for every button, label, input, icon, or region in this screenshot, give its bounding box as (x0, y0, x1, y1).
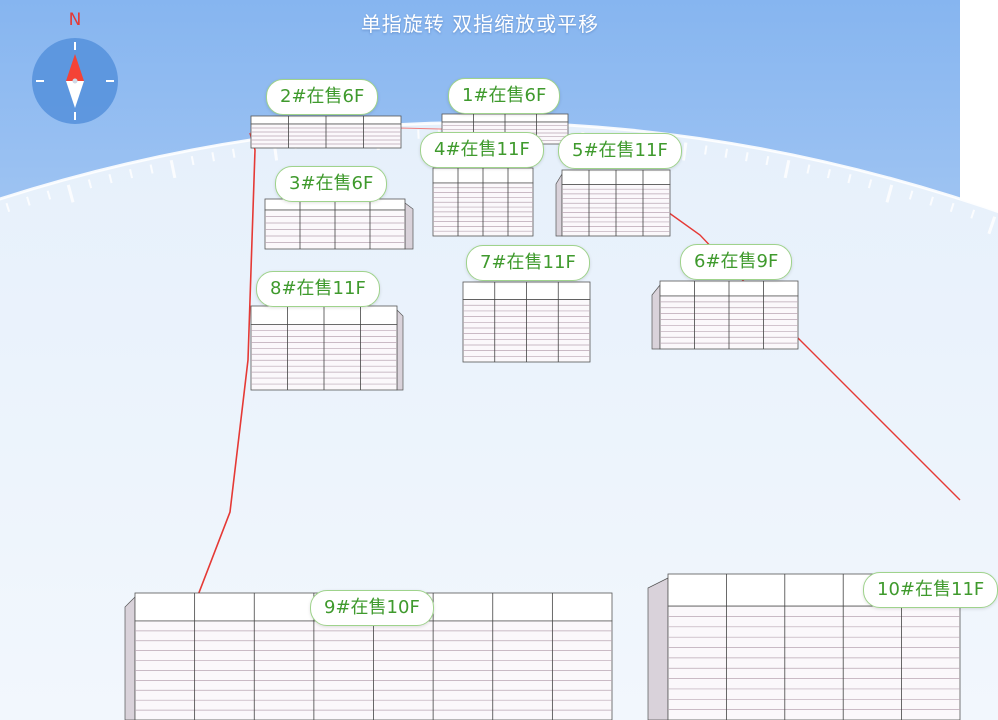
horizon-tick (970, 209, 976, 219)
building-4[interactable] (432, 167, 534, 237)
horizon-tick (885, 184, 894, 203)
horizon-tick (765, 155, 770, 166)
horizon-tick (908, 190, 914, 200)
building-label-1[interactable]: 1#在售6F (448, 78, 561, 114)
horizon-tick (783, 159, 791, 179)
horizon-tick (847, 173, 852, 184)
horizon-tick (46, 190, 52, 200)
horizon-tick (987, 216, 997, 235)
horizon-tick (724, 148, 729, 158)
building-10[interactable] (647, 573, 961, 720)
building-label-3[interactable]: 3#在售6F (275, 166, 388, 202)
horizon-tick (108, 173, 113, 184)
horizon-tick (66, 184, 75, 203)
building-9[interactable] (124, 592, 613, 720)
building-side-face (404, 202, 414, 250)
horizon-tick (129, 169, 134, 179)
horizon-tick (806, 164, 811, 174)
horizon-tick (681, 142, 688, 161)
horizon-tick (149, 164, 154, 174)
horizon-tick (867, 179, 873, 189)
horizon-tick (26, 196, 31, 206)
building-label-4[interactable]: 4#在售11F (420, 132, 544, 168)
horizon-tick (5, 202, 11, 213)
horizon-tick (704, 145, 708, 155)
building-label-8[interactable]: 8#在售11F (256, 271, 380, 307)
building-7[interactable] (462, 281, 591, 363)
horizon-tick (211, 152, 215, 162)
building-side-face (651, 284, 661, 350)
buildings-layer (124, 113, 961, 720)
building-label-9[interactable]: 9#在售10F (310, 590, 434, 626)
building-6[interactable] (651, 280, 799, 350)
building-label-6[interactable]: 6#在售9F (680, 244, 793, 280)
horizon-tick (87, 179, 93, 189)
horizon-tick (929, 196, 934, 206)
horizon-tick (745, 152, 749, 162)
horizon-tick (949, 202, 955, 213)
building-facade (667, 605, 961, 720)
building-label-2[interactable]: 2#在售6F (266, 79, 379, 115)
horizon-tick (826, 169, 831, 179)
building-side-face (555, 172, 563, 237)
building-label-10[interactable]: 10#在售11F (863, 572, 998, 608)
horizon-tick (231, 148, 236, 158)
building-5[interactable] (555, 169, 671, 237)
north-label: N (68, 10, 82, 30)
compass[interactable]: N (30, 8, 120, 128)
building-8[interactable] (250, 305, 404, 391)
building-3[interactable] (264, 198, 414, 250)
building-side-face (647, 577, 669, 720)
building-label-7[interactable]: 7#在售11F (466, 245, 590, 281)
building-label-5[interactable]: 5#在售11F (558, 133, 682, 169)
building-side-face (124, 596, 136, 720)
horizon-tick (169, 159, 177, 179)
horizon-tick (190, 155, 195, 166)
building-side-face (396, 309, 404, 391)
building-2[interactable] (250, 115, 402, 149)
compass-icon (32, 38, 118, 124)
gesture-hint: 单指旋转 双指缩放或平移 (360, 12, 600, 36)
